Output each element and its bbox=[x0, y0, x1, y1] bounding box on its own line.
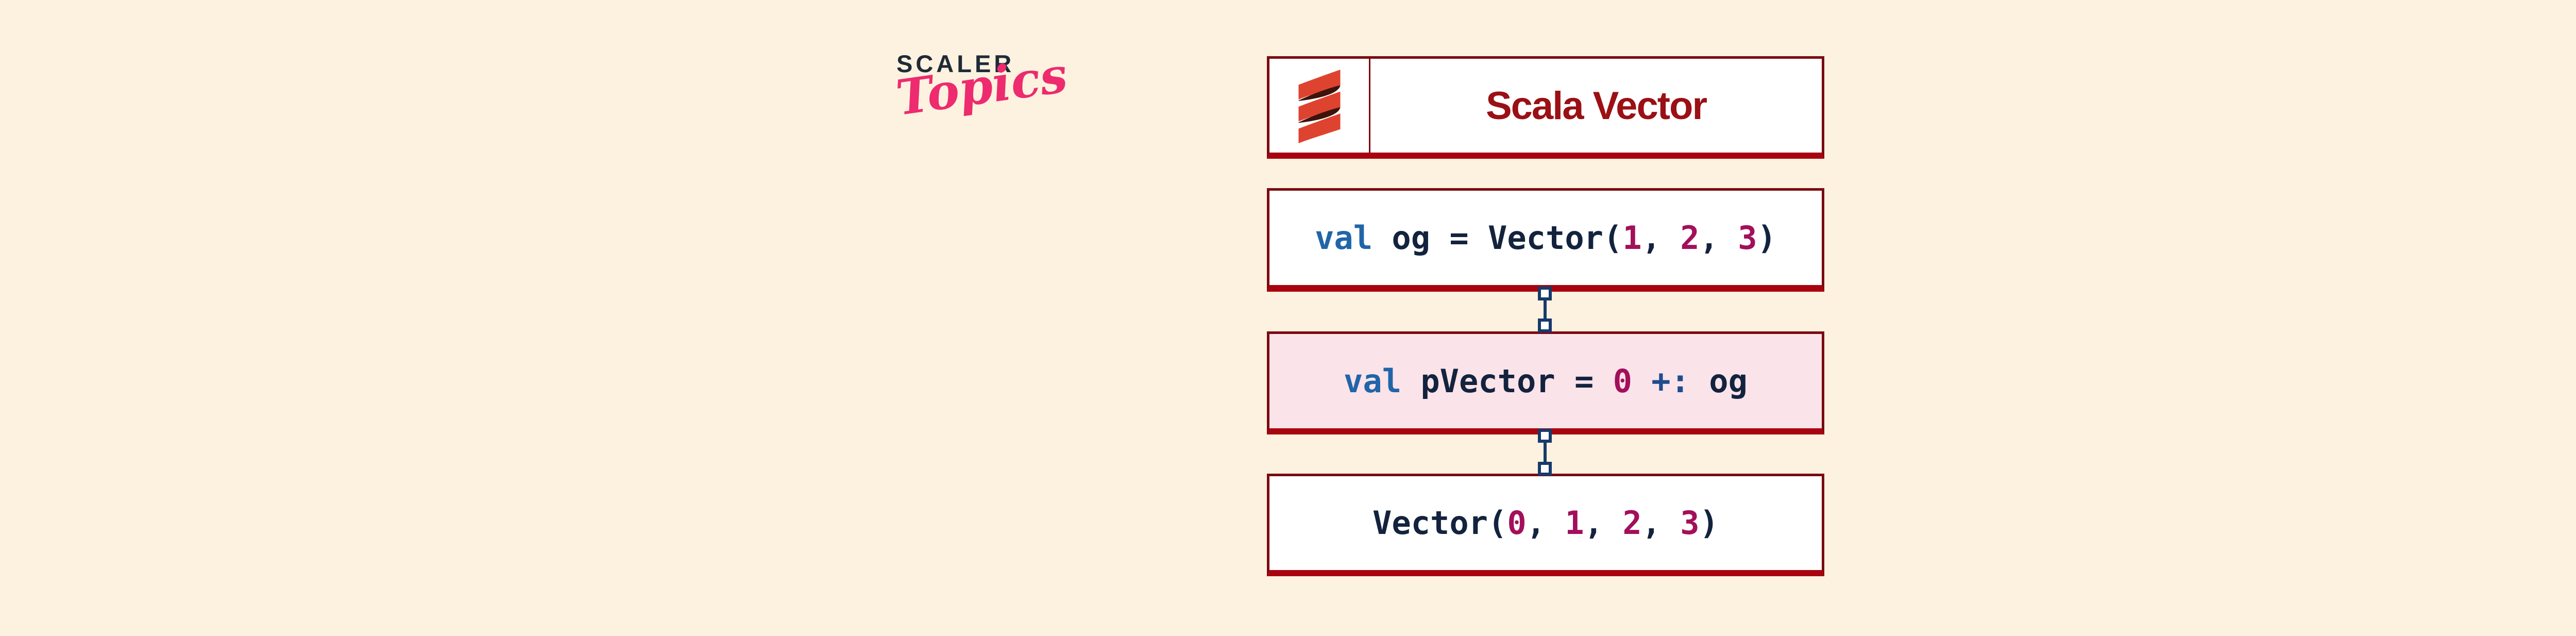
code-box-original-vector: val og = Vector(1, 2, 3) bbox=[1267, 188, 1824, 292]
code-token-plain: , bbox=[1641, 219, 1681, 257]
code-token-plain: , bbox=[1584, 504, 1623, 542]
code-box-prepend-operation: val pVector = 0 +: og bbox=[1267, 331, 1824, 434]
code-token-plain: ) bbox=[1757, 219, 1776, 257]
code-token-plain: Vector( bbox=[1372, 504, 1507, 542]
code-token-number: 0 bbox=[1613, 362, 1632, 400]
code-token-number: 1 bbox=[1565, 504, 1584, 542]
connector-node-icon bbox=[1538, 429, 1552, 443]
code-token-plain: , bbox=[1699, 219, 1738, 257]
logo-brand-text: SCALER bbox=[896, 50, 1015, 77]
diagram-title: Scala Vector bbox=[1485, 83, 1707, 128]
code-token-plain: og bbox=[1689, 362, 1748, 400]
code-line-prepend: val pVector = 0 +: og bbox=[1344, 365, 1748, 397]
header-box: Scala Vector bbox=[1267, 56, 1824, 159]
code-token-plain: ) bbox=[1699, 504, 1719, 542]
connector-line bbox=[1544, 298, 1547, 320]
code-token-number: 3 bbox=[1680, 504, 1700, 542]
connector-node-icon bbox=[1538, 287, 1552, 300]
connector-line bbox=[1544, 441, 1547, 463]
connector-node-icon bbox=[1538, 319, 1552, 332]
code-token-plain bbox=[1632, 362, 1651, 400]
code-token-number: 2 bbox=[1622, 504, 1642, 542]
connector-node-icon bbox=[1538, 462, 1552, 476]
code-token-number: 1 bbox=[1622, 219, 1642, 257]
code-line-original: val og = Vector(1, 2, 3) bbox=[1315, 222, 1776, 254]
code-token-number: 0 bbox=[1507, 504, 1527, 542]
code-box-result-vector: Vector(0, 1, 2, 3) bbox=[1267, 474, 1824, 576]
scaler-topics-logo: SCALER Topics bbox=[893, 47, 1071, 127]
code-token-operator: +: bbox=[1651, 362, 1690, 400]
code-token-keyword: val bbox=[1344, 362, 1402, 400]
scala-logo-icon bbox=[1298, 70, 1341, 143]
code-token-plain: , bbox=[1526, 504, 1565, 542]
code-token-number: 3 bbox=[1738, 219, 1757, 257]
code-token-number: 2 bbox=[1680, 219, 1700, 257]
flow-diagram: Scala Vector val og = Vector(1, 2, 3) va… bbox=[1267, 56, 1824, 577]
code-token-plain: , bbox=[1641, 504, 1681, 542]
code-token-plain: og = Vector( bbox=[1372, 219, 1623, 257]
code-line-result: Vector(0, 1, 2, 3) bbox=[1372, 507, 1719, 539]
code-token-keyword: val bbox=[1315, 219, 1373, 257]
scala-logo-cell bbox=[1269, 59, 1370, 153]
code-token-plain: pVector = bbox=[1401, 362, 1613, 400]
